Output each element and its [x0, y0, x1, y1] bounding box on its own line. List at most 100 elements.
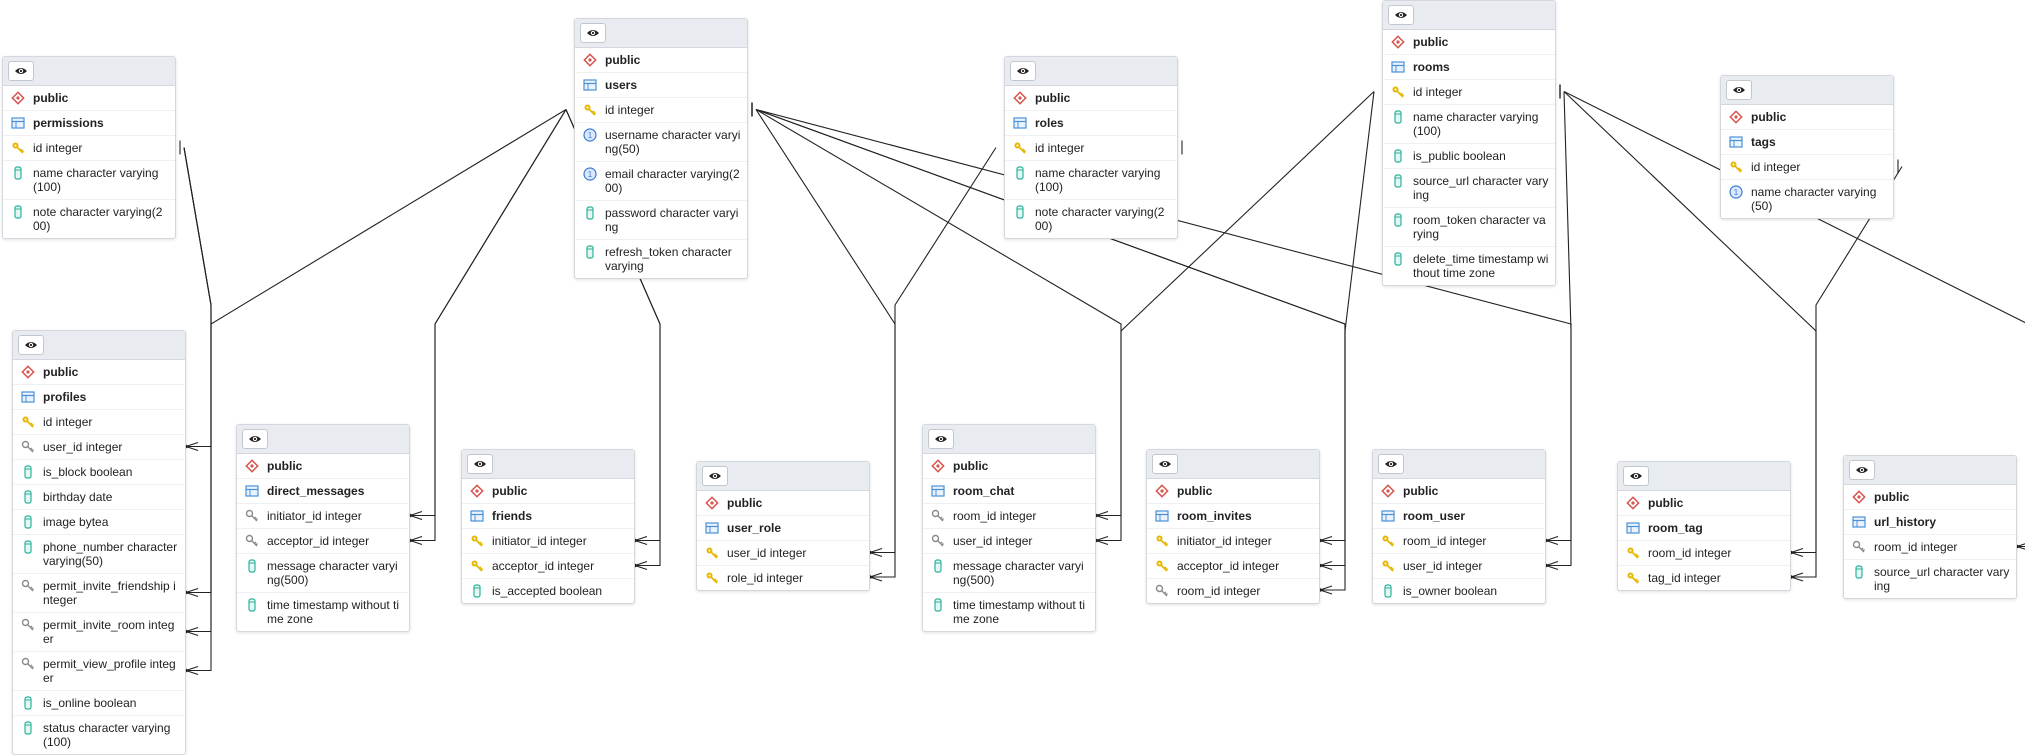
- column-row[interactable]: is_accepted boolean: [462, 579, 634, 603]
- table-name-row: room_tag: [1618, 516, 1790, 541]
- column-row[interactable]: delete_time timestamp without time zone: [1383, 247, 1555, 285]
- column-row[interactable]: is_block boolean: [13, 460, 185, 485]
- column-row[interactable]: time timestamp without time zone: [923, 593, 1095, 631]
- table-name-row: profiles: [13, 385, 185, 410]
- column-row[interactable]: id integer: [13, 410, 185, 435]
- eye-icon[interactable]: [8, 61, 34, 81]
- column-row[interactable]: role_id integer: [697, 566, 869, 590]
- column-row[interactable]: id integer: [1721, 155, 1893, 180]
- eye-icon[interactable]: [580, 23, 606, 43]
- column-row[interactable]: acceptor_id integer: [237, 529, 409, 554]
- column-row[interactable]: image bytea: [13, 510, 185, 535]
- schema-icon: [1729, 110, 1743, 124]
- column-row[interactable]: is_online boolean: [13, 691, 185, 716]
- column-row[interactable]: id integer: [1383, 80, 1555, 105]
- rel-roles-user-role-line-0: [882, 147, 997, 578]
- column-label: id integer: [605, 103, 655, 117]
- table-header: [13, 331, 185, 360]
- column-row[interactable]: id integer: [3, 136, 175, 161]
- column-row[interactable]: room_id integer: [1618, 541, 1790, 566]
- column-row[interactable]: note character varying(200): [1005, 200, 1177, 238]
- eye-icon[interactable]: [928, 429, 954, 449]
- eye-icon[interactable]: [1388, 5, 1414, 25]
- column-row[interactable]: password character varying: [575, 201, 747, 240]
- column-row[interactable]: id integer: [1005, 136, 1177, 161]
- eye-icon[interactable]: [1726, 80, 1752, 100]
- eye-icon[interactable]: [702, 466, 728, 486]
- table-header: [237, 425, 409, 454]
- eye-icon[interactable]: [1849, 460, 1875, 480]
- column-row[interactable]: user_id integer: [1373, 554, 1545, 579]
- column-row[interactable]: name character varying(100): [1383, 105, 1555, 144]
- column-row[interactable]: refresh_token character varying: [575, 240, 747, 278]
- column-row[interactable]: tag_id integer: [1618, 566, 1790, 590]
- schema-label: public: [1035, 91, 1071, 105]
- column-row[interactable]: note character varying(200): [3, 200, 175, 238]
- column-row[interactable]: source_url character varying: [1844, 560, 2016, 598]
- column-row[interactable]: initiator_id integer: [462, 529, 634, 554]
- eye-icon[interactable]: [467, 454, 493, 474]
- column-icon: [1391, 252, 1405, 266]
- column-row[interactable]: acceptor_id integer: [462, 554, 634, 579]
- table-name: url_history: [1874, 515, 1937, 529]
- table-header: [462, 450, 634, 479]
- column-label: message character varying(500): [953, 559, 1084, 587]
- column-row[interactable]: status character varying(100): [13, 716, 185, 754]
- column-row[interactable]: initiator_id integer: [237, 504, 409, 529]
- column-row[interactable]: room_id integer: [1844, 535, 2016, 560]
- column-row[interactable]: time timestamp without time zone: [237, 593, 409, 631]
- column-row[interactable]: permit_invite_friendship integer: [13, 574, 185, 613]
- foreign-key-icon: [245, 534, 259, 548]
- column-row[interactable]: permit_view_profile integer: [13, 652, 185, 691]
- column-row[interactable]: room_token character varying: [1383, 208, 1555, 247]
- column-row[interactable]: is_public boolean: [1383, 144, 1555, 169]
- eye-icon[interactable]: [1378, 454, 1404, 474]
- column-icon: [1852, 565, 1866, 579]
- column-row[interactable]: permit_invite_room integer: [13, 613, 185, 652]
- column-row[interactable]: message character varying(500): [923, 554, 1095, 593]
- eye-icon[interactable]: [242, 429, 268, 449]
- column-row[interactable]: birthday date: [13, 485, 185, 510]
- eye-icon[interactable]: [1623, 466, 1649, 486]
- table-name: user_role: [727, 521, 782, 535]
- column-row[interactable]: room_id integer: [1373, 529, 1545, 554]
- column-row[interactable]: user_id integer: [697, 541, 869, 566]
- schema-label: public: [1874, 490, 1910, 504]
- column-row[interactable]: acceptor_id integer: [1147, 554, 1319, 579]
- eye-icon[interactable]: [18, 335, 44, 355]
- column-row[interactable]: initiator_id integer: [1147, 529, 1319, 554]
- column-row[interactable]: user_id integer: [923, 529, 1095, 554]
- column-row[interactable]: user_id integer: [13, 435, 185, 460]
- column-row[interactable]: is_owner boolean: [1373, 579, 1545, 603]
- eye-icon[interactable]: [1152, 454, 1178, 474]
- column-row[interactable]: id integer: [575, 98, 747, 123]
- eye-icon[interactable]: [1010, 61, 1036, 81]
- schema-label: public: [1751, 110, 1787, 124]
- column-row[interactable]: phone_number character varying(50): [13, 535, 185, 574]
- column-row[interactable]: room_id integer: [923, 504, 1095, 529]
- column-row[interactable]: room_id integer: [1147, 579, 1319, 603]
- column-row[interactable]: source_url character varying: [1383, 169, 1555, 208]
- column-row[interactable]: name character varying(100): [1005, 161, 1177, 200]
- column-label: acceptor_id integer: [492, 559, 595, 573]
- column-row[interactable]: name character varying(100): [3, 161, 175, 200]
- rel-rooms-room-chat-line-0: [1108, 91, 1375, 517]
- column-row[interactable]: message character varying(500): [237, 554, 409, 593]
